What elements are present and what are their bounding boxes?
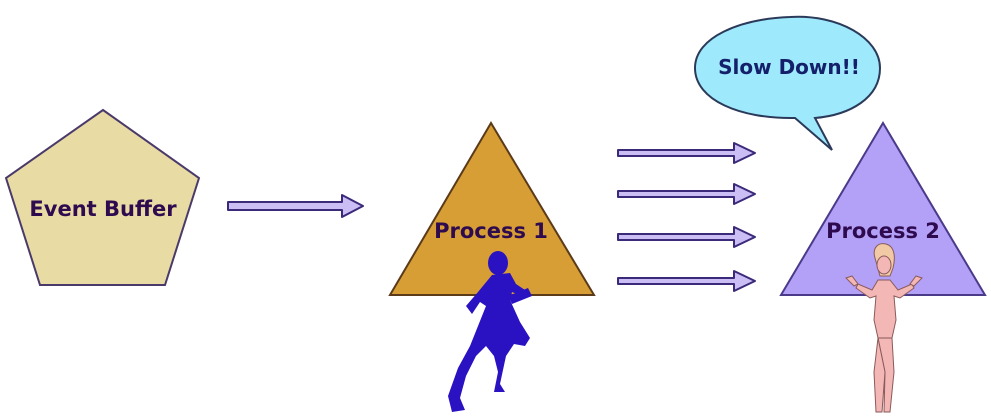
arrow-process1-to-process2-1 <box>617 142 756 164</box>
process-1-label: Process 1 <box>434 219 548 243</box>
runner-silhouette-icon <box>448 251 532 412</box>
arrow-buffer-to-process1 <box>227 194 364 218</box>
arrow-process1-to-process2-2 <box>617 183 756 205</box>
arrow-process1-to-process2-3 <box>617 226 756 248</box>
shrugging-woman-icon <box>845 243 923 413</box>
process-2-label: Process 2 <box>826 219 940 243</box>
arrow-process1-to-process2-4 <box>617 270 756 292</box>
speech-bubble: Slow Down!! <box>693 15 882 151</box>
speech-bubble-text: Slow Down!! <box>718 55 860 79</box>
event-buffer-shape <box>4 108 201 286</box>
event-buffer-node: Event Buffer <box>4 108 201 286</box>
event-buffer-label: Event Buffer <box>29 197 177 221</box>
